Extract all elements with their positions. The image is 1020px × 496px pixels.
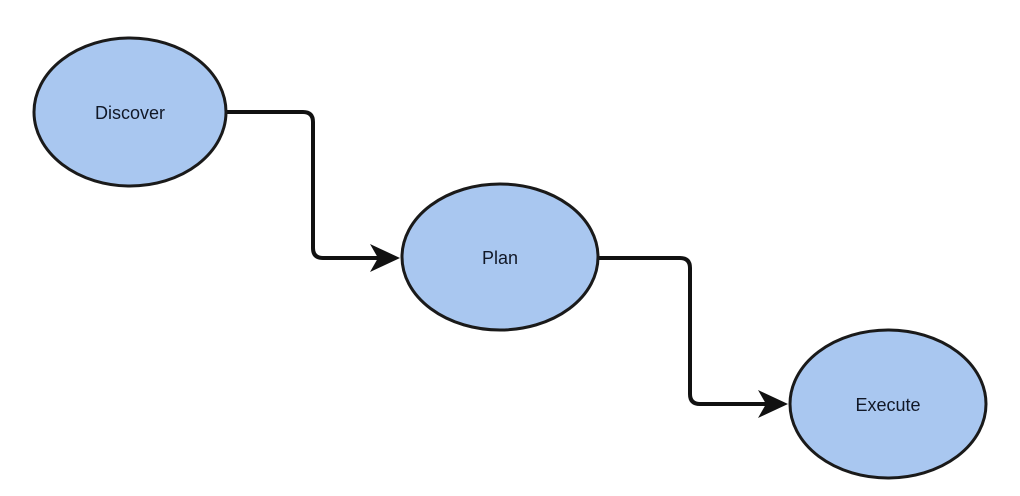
node-label-plan: Plan bbox=[482, 248, 518, 268]
node-label-execute: Execute bbox=[855, 395, 920, 415]
edge-line-discover-to-plan bbox=[224, 110, 382, 260]
arrowhead-icon-plan-to-execute bbox=[758, 390, 788, 418]
node-label-discover: Discover bbox=[95, 103, 165, 123]
edge-discover-to-plan[interactable] bbox=[224, 110, 400, 272]
node-execute[interactable]: Execute bbox=[788, 328, 988, 480]
edge-plan-to-execute[interactable] bbox=[598, 256, 788, 418]
edge-line-plan-to-execute bbox=[598, 256, 770, 406]
node-shape-discover bbox=[32, 36, 228, 188]
node-discover[interactable]: Discover bbox=[32, 36, 228, 188]
node-plan[interactable]: Plan bbox=[400, 182, 600, 332]
arrowhead-icon-discover-to-plan bbox=[370, 244, 400, 272]
node-shape-execute bbox=[788, 328, 988, 480]
node-shape-plan bbox=[400, 182, 600, 332]
